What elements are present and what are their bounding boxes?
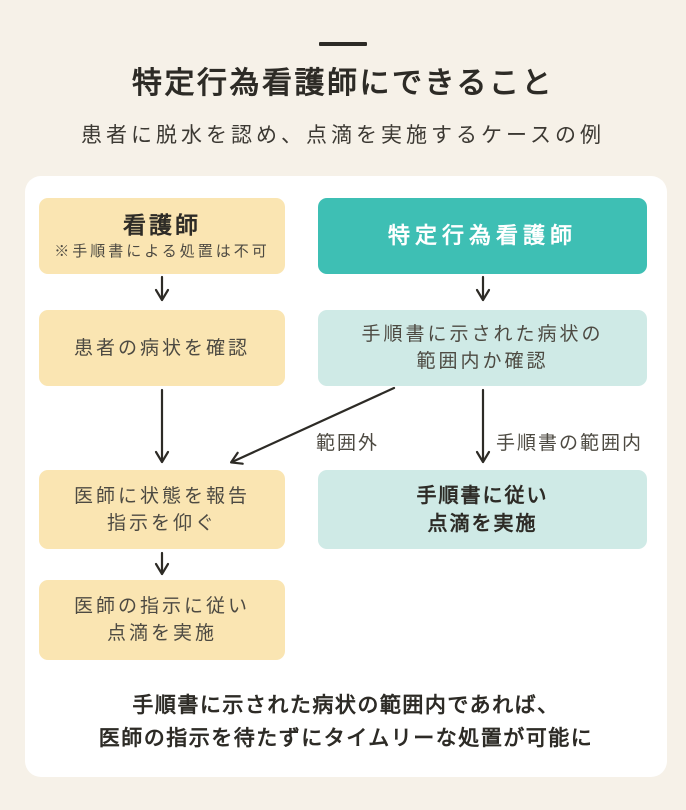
nurse-step-report-doctor: 医師に状態を報告 指示を仰ぐ	[39, 470, 285, 549]
page-subtitle: 患者に脱水を認め、点滴を実施するケースの例	[81, 124, 605, 147]
nurse-title: 看護師	[123, 212, 201, 238]
sp-step-check-scope: 手順書に示された病状の 範囲内か確認	[318, 310, 647, 386]
step-line: 手順書に示された病状の	[361, 324, 604, 345]
sp-nurse-header-box: 特定行為看護師	[318, 198, 647, 274]
nurse-step-iv-by-order: 医師の指示に従い 点滴を実施	[39, 580, 285, 660]
step-line: 医師に状態を報告	[73, 485, 250, 507]
footer-line-1: 手順書に示された病状の範囲内であれば、	[132, 694, 560, 717]
step-line: 範囲内か確認	[416, 351, 549, 372]
footer-note: 手順書に示された病状の範囲内であれば、 医師の指示を待たずにタイムリーな処置が可…	[25, 689, 667, 755]
step-line: 医師の指示に従い	[73, 596, 250, 617]
step-line: 指示を仰ぐ	[106, 512, 217, 534]
step-line: 点滴を実施	[427, 512, 538, 535]
nurse-note: ※手順書による処置は不可	[54, 243, 270, 260]
branch-label-out-of-scope: 範囲外	[316, 433, 380, 454]
step-line: 点滴を実施	[106, 623, 217, 644]
title-accent-dash	[319, 42, 367, 46]
flowchart-card: 看護師 ※手順書による処置は不可 特定行為看護師 患者の病状を確認 手順書に示さ…	[25, 176, 667, 777]
footer-line-2: 医師の指示を待たずにタイムリーな処置が可能に	[98, 727, 594, 750]
branch-label-in-scope: 手順書の範囲内	[496, 433, 644, 454]
nurse-header-box: 看護師 ※手順書による処置は不可	[39, 198, 285, 274]
sp-nurse-title: 特定行為看護師	[387, 223, 577, 248]
sp-step-iv-by-procedure: 手順書に従い 点滴を実施	[318, 470, 647, 549]
step-line: 手順書に従い	[416, 484, 549, 507]
step-line: 患者の病状を確認	[73, 337, 250, 359]
nurse-step-check-symptoms: 患者の病状を確認	[39, 310, 285, 386]
page-title: 特定行為看護師にできること	[132, 67, 554, 100]
